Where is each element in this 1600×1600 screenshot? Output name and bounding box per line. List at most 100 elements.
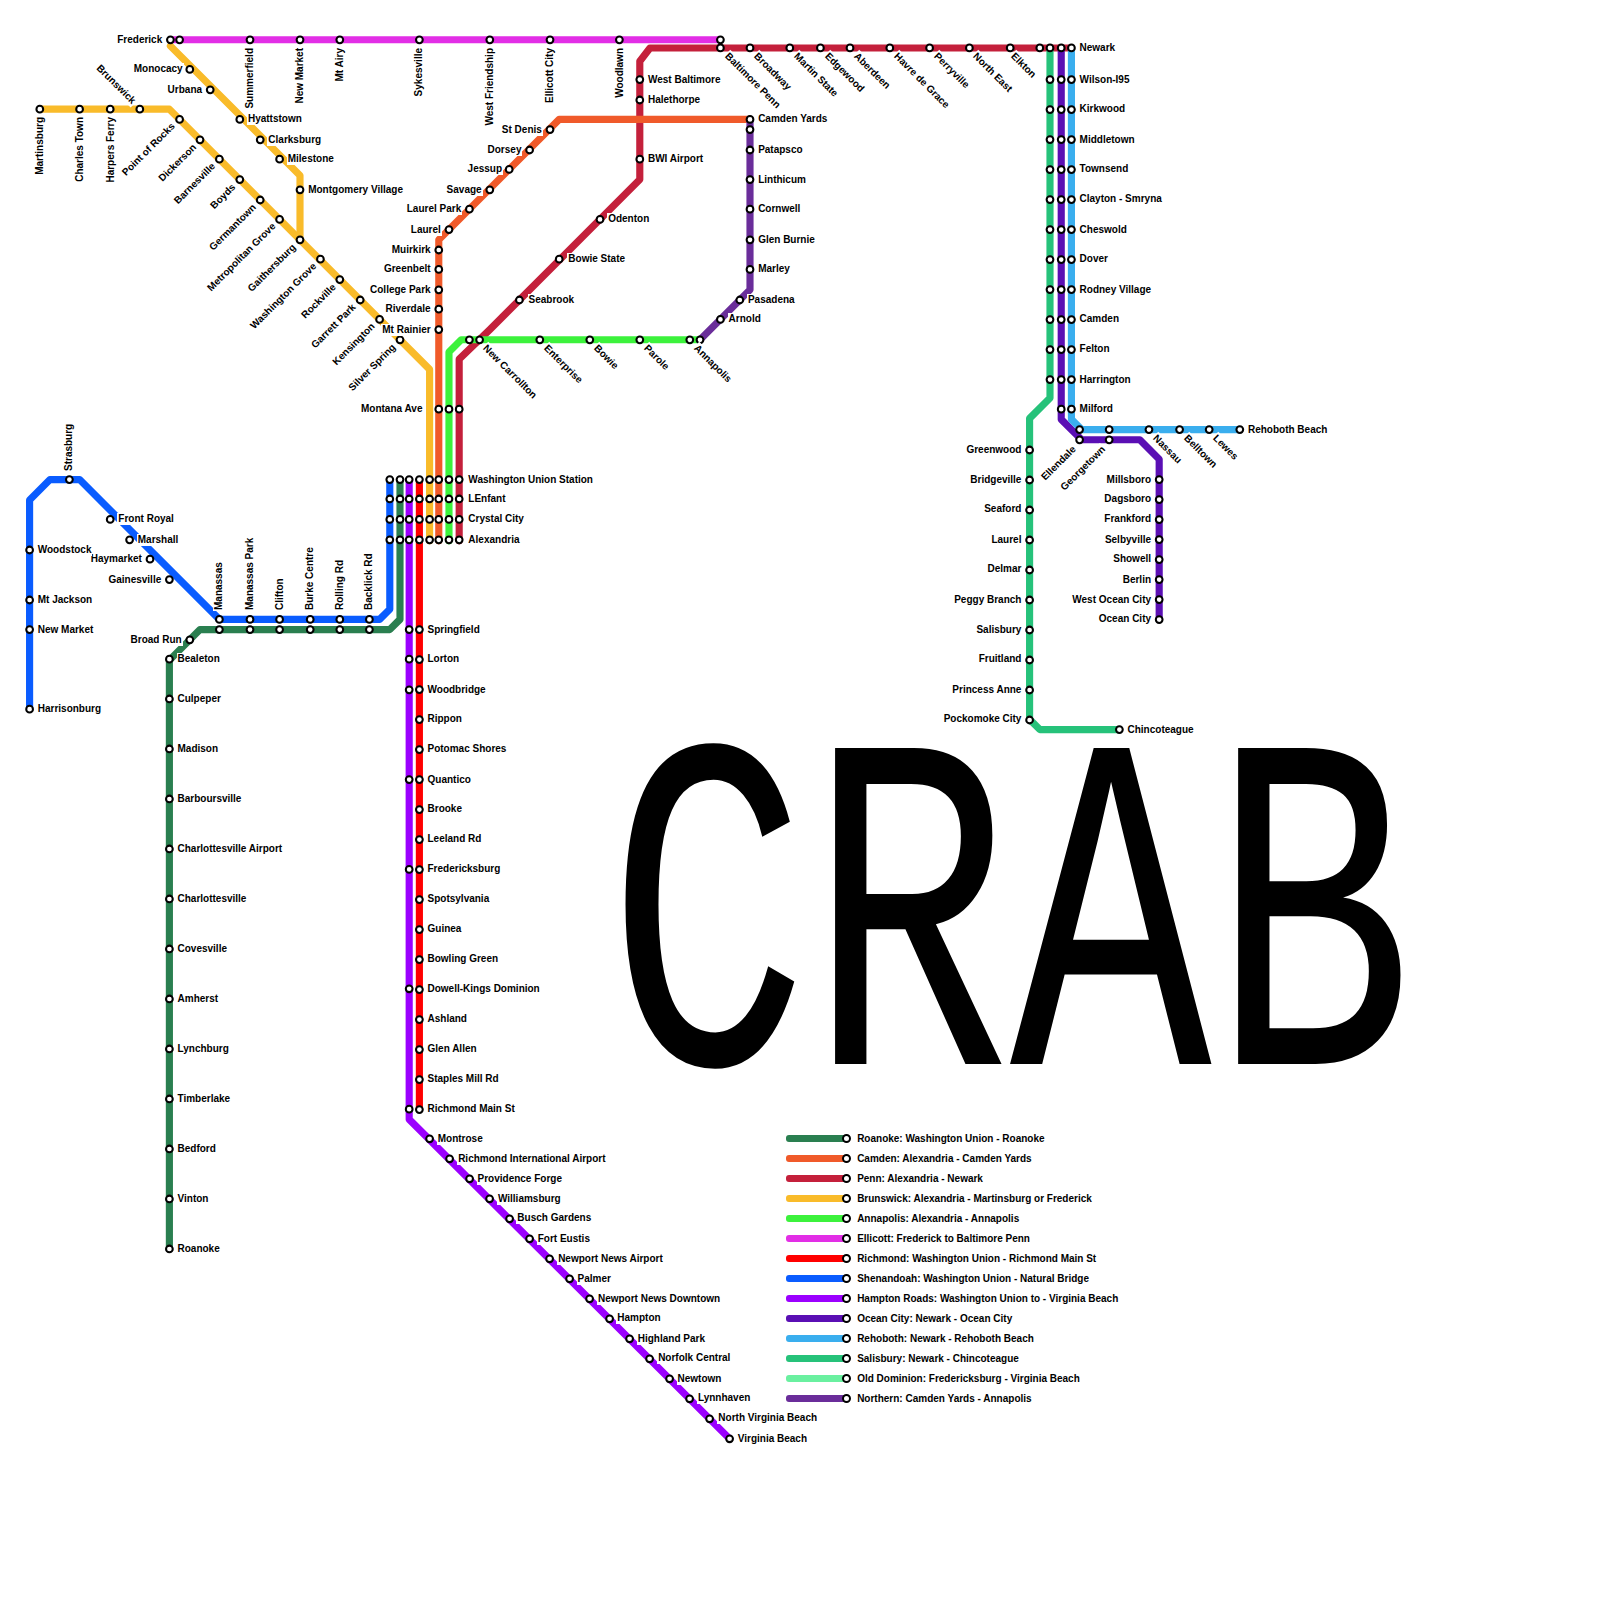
- station-marker: [717, 316, 724, 323]
- station-marker: [416, 1076, 423, 1083]
- station-marker: [456, 496, 463, 503]
- station-label: Monocacy: [133, 63, 184, 75]
- station-marker: [297, 186, 304, 193]
- station-label: New Carrollton: [479, 342, 539, 402]
- station-marker: [747, 236, 754, 243]
- station-marker: [435, 286, 442, 293]
- station-label: Burke Centre: [304, 546, 316, 611]
- station-label: Spotsylvania: [427, 893, 491, 905]
- station-label: Brooke: [427, 803, 463, 815]
- station-marker: [406, 516, 413, 523]
- station-marker: [26, 626, 33, 633]
- station-label: Charlottesville: [177, 893, 248, 905]
- station-marker: [1026, 627, 1033, 634]
- station-marker: [216, 616, 223, 623]
- station-marker: [1068, 316, 1075, 323]
- station-marker: [486, 186, 493, 193]
- station-marker: [466, 206, 473, 213]
- station-marker: [597, 216, 604, 223]
- station-label: Rehoboth Beach: [1247, 424, 1328, 436]
- station-label: Felton: [1079, 343, 1111, 355]
- station-marker: [446, 1155, 453, 1162]
- station-label: Sykesville: [413, 47, 425, 97]
- station-label: Manassas Park: [244, 537, 256, 611]
- station-marker: [1047, 76, 1054, 83]
- station-marker: [247, 626, 254, 633]
- station-label: Lynnhaven: [697, 1392, 751, 1404]
- station-marker: [66, 476, 73, 483]
- station-label: Hyattstown: [247, 113, 303, 125]
- station-label: Dagsboro: [1103, 493, 1152, 505]
- legend-text: Hampton Roads: Washington Union to - Vir…: [857, 1293, 1118, 1305]
- station-marker: [1047, 376, 1054, 383]
- route-line: [449, 340, 700, 541]
- station-label: Staples Mill Rd: [427, 1073, 500, 1085]
- station-marker: [1047, 346, 1054, 353]
- station-marker: [1068, 136, 1075, 143]
- station-marker: [247, 36, 254, 43]
- legend-text: Ellicott: Frederick to Baltimore Penn: [857, 1233, 1030, 1245]
- station-label: Mt Rainier: [381, 324, 431, 336]
- station-marker: [1068, 376, 1075, 383]
- station-marker: [446, 516, 453, 523]
- station-label: Linthicum: [757, 174, 807, 186]
- station-marker: [107, 516, 114, 523]
- legend-text: Shenandoah: Washington Union - Natural B…: [857, 1273, 1089, 1285]
- station-label: Elkton: [1008, 50, 1040, 82]
- station-label: Selbyville: [1104, 534, 1152, 546]
- station-label: Jessup: [467, 163, 503, 175]
- station-marker: [1047, 166, 1054, 173]
- station-marker: [297, 36, 304, 43]
- station-label: Palmer: [577, 1273, 612, 1285]
- route-line: [416, 480, 423, 1110]
- station-marker: [166, 746, 173, 753]
- station-marker: [1026, 477, 1033, 484]
- station-label: Martinsburg: [34, 116, 46, 176]
- station-marker: [257, 136, 264, 143]
- station-label: Charles Town: [74, 116, 86, 183]
- station-marker: [186, 636, 193, 643]
- station-marker: [1068, 256, 1075, 263]
- station-marker: [926, 45, 933, 52]
- station-marker: [1047, 226, 1054, 233]
- station-label: Woodlawn: [613, 47, 625, 99]
- station-marker: [307, 626, 314, 633]
- station-marker: [616, 36, 623, 43]
- station-marker: [1047, 286, 1054, 293]
- station-label: Providence Forge: [477, 1173, 563, 1185]
- station-marker: [1026, 567, 1033, 574]
- station-marker: [357, 297, 364, 304]
- station-marker: [186, 66, 193, 73]
- station-marker: [1176, 426, 1183, 433]
- station-marker: [1076, 436, 1083, 443]
- station-marker: [166, 846, 173, 853]
- station-marker: [456, 476, 463, 483]
- legend-dot: [842, 1314, 851, 1323]
- station-label: Springfield: [427, 624, 481, 636]
- station-label: Amherst: [177, 993, 220, 1005]
- station-label: Peggy Branch: [953, 594, 1022, 606]
- station-marker: [416, 656, 423, 663]
- station-label: Urbana: [167, 84, 203, 96]
- station-label: Rolling Rd: [334, 559, 346, 611]
- station-label: Pasadena: [747, 294, 796, 306]
- station-marker: [216, 156, 223, 163]
- station-marker: [817, 45, 824, 52]
- station-marker: [416, 36, 423, 43]
- station-marker: [586, 1295, 593, 1302]
- station-marker: [1068, 286, 1075, 293]
- station-marker: [416, 806, 423, 813]
- station-marker: [516, 297, 523, 304]
- station-label: Newport News Downtown: [597, 1293, 721, 1305]
- station-label: Milford: [1079, 403, 1114, 415]
- station-marker: [236, 176, 243, 183]
- station-label: Fort Eustis: [537, 1233, 591, 1245]
- station-marker: [446, 476, 453, 483]
- station-marker: [1058, 346, 1065, 353]
- station-marker: [435, 516, 442, 523]
- station-marker: [176, 116, 183, 123]
- station-marker: [1156, 576, 1163, 583]
- station-marker: [386, 536, 393, 543]
- station-marker: [276, 616, 283, 623]
- station-marker: [847, 45, 854, 52]
